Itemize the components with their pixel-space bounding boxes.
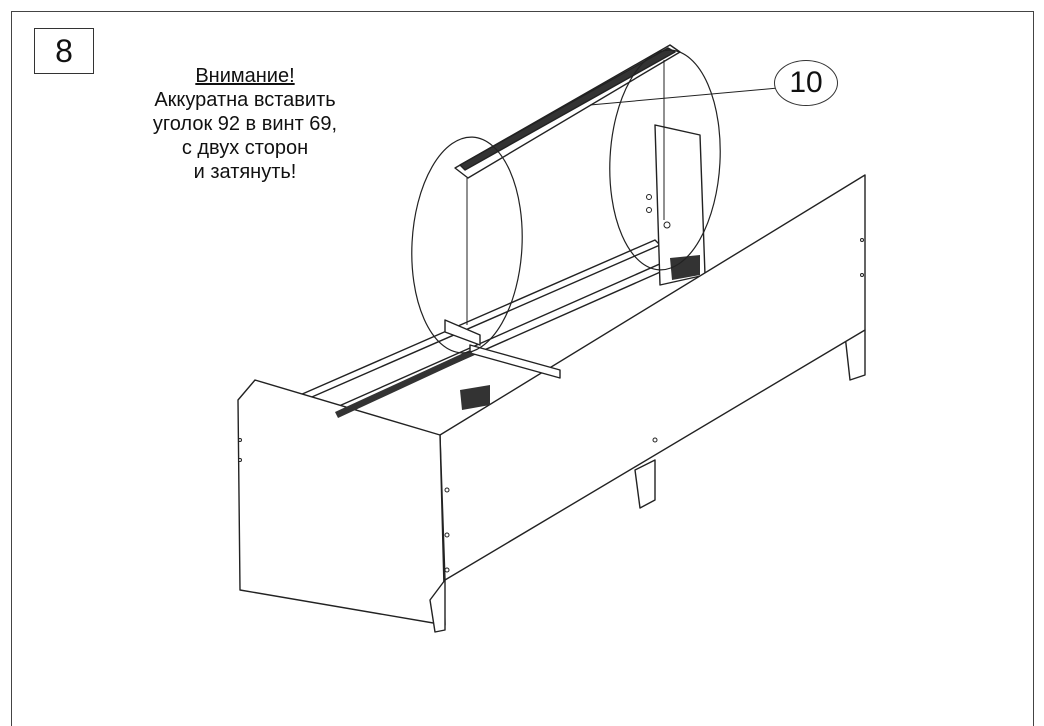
bracket-detail-right [670,255,700,280]
hole-2 [646,207,652,213]
hole-5 [444,487,450,493]
detail-ellipse-right [609,49,721,271]
hole-4 [652,437,658,443]
left-rail-bracket [444,319,481,346]
middle-cross-beam [469,344,561,379]
hole-7 [444,567,450,573]
leg-front-left [429,579,446,633]
hole-10 [860,238,864,242]
front-side-panel [439,174,866,581]
hole-3 [663,221,671,229]
callout-label: 10 [789,66,823,99]
hole-8 [238,438,242,442]
note-line-2: уголок 92 в винт 69, [152,113,338,135]
warning-note: Внимание! Аккуратна вставить уголок 92 в… [100,64,390,184]
detail-ellipse-left [411,136,523,354]
step-number-box: 8 [34,28,94,74]
hole-11 [860,273,864,277]
headboard-left [237,379,446,626]
step-number: 8 [55,32,73,69]
hole-6 [444,532,450,538]
rail-dark-strip [335,350,474,418]
note-title: Внимание! [195,65,295,87]
part-callout-10: 10 [774,60,838,106]
hole-9 [238,458,242,462]
page-frame [11,11,1034,726]
leg-middle [634,459,656,509]
note-line-4: и затянуть! [193,161,297,183]
note-line-3: с двух сторон [181,137,309,159]
note-line-1: Аккуратна вставить [154,89,336,111]
part-10-slat-top [459,47,676,171]
callout-leader [589,87,779,106]
hole-1 [646,194,652,200]
bracket-detail-left [460,385,490,410]
